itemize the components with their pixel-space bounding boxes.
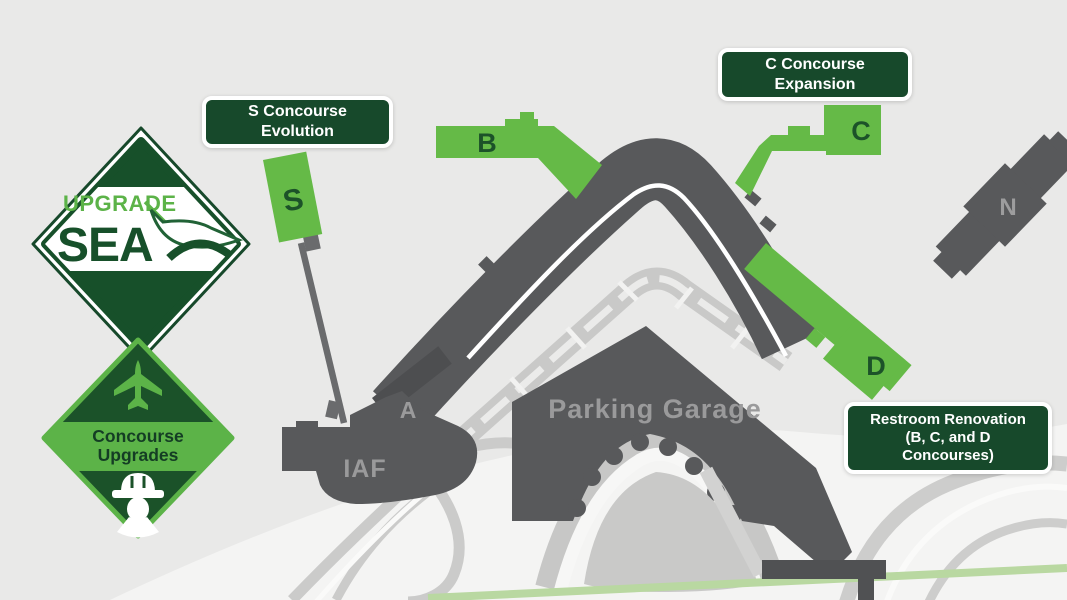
- s-train-line: [297, 233, 348, 424]
- badge-worker-icon: [112, 473, 164, 538]
- callout-c-line2: Expansion: [774, 75, 856, 93]
- concourse-c-label: C: [851, 116, 871, 146]
- callout-s-line2: Evolution: [261, 123, 334, 140]
- airplane-outline-icon: [143, 200, 244, 262]
- callout-s-concourse-evolution: S Concourse Evolution: [202, 96, 393, 148]
- parking-garage-shape: [512, 326, 852, 574]
- loop-island: [584, 472, 758, 592]
- iaf-building: [282, 391, 478, 504]
- concourse-d-shape: [744, 243, 912, 400]
- light-rail-line: [427, 564, 1067, 600]
- badge-line2: Upgrades: [98, 445, 179, 465]
- iaf-label: IAF: [343, 455, 386, 483]
- callout-restroom-line1: Restroom Renovation: [870, 410, 1026, 428]
- badge-airplane-icon: [114, 360, 162, 410]
- parking-garage-label: Parking Garage: [548, 394, 762, 424]
- terminal-drive-road: [466, 183, 788, 360]
- callout-c-concourse-expansion: C Concourse Expansion: [718, 48, 912, 101]
- terminal-building: [372, 138, 819, 433]
- concourse-n-label: N: [999, 194, 1016, 221]
- concourse-s-shape: S: [263, 151, 323, 243]
- logo-word-sea: SEA: [57, 219, 153, 272]
- badge-band: [44, 422, 232, 471]
- concourse-a-label: A: [400, 397, 417, 423]
- station-walkway: [699, 466, 767, 578]
- badge-line1: Concourse: [92, 426, 184, 446]
- logo-word-upgrade: UPGRADE: [63, 191, 177, 216]
- light-rail-station: [762, 560, 886, 600]
- concourse-b-shape: [436, 112, 602, 199]
- concourse-upgrades-badge: Concourse Upgrades: [41, 337, 235, 539]
- concourse-c-shape: [735, 105, 881, 196]
- concourse-b-label: B: [477, 128, 497, 158]
- concourse-d-label: D: [866, 351, 886, 381]
- upgrade-sea-logo: UPGRADE SEA: [31, 126, 251, 362]
- callout-s-line1: S Concourse: [248, 103, 347, 121]
- callout-restroom-line2: (B, C, and D: [905, 428, 991, 446]
- callout-restroom-line3: Concourses): [902, 447, 994, 465]
- concourse-n-shape: [933, 131, 1067, 279]
- callout-restroom-renovation: Restroom Renovation (B, C, and D Concour…: [844, 402, 1052, 474]
- callout-c-line1: C Concourse: [765, 55, 865, 73]
